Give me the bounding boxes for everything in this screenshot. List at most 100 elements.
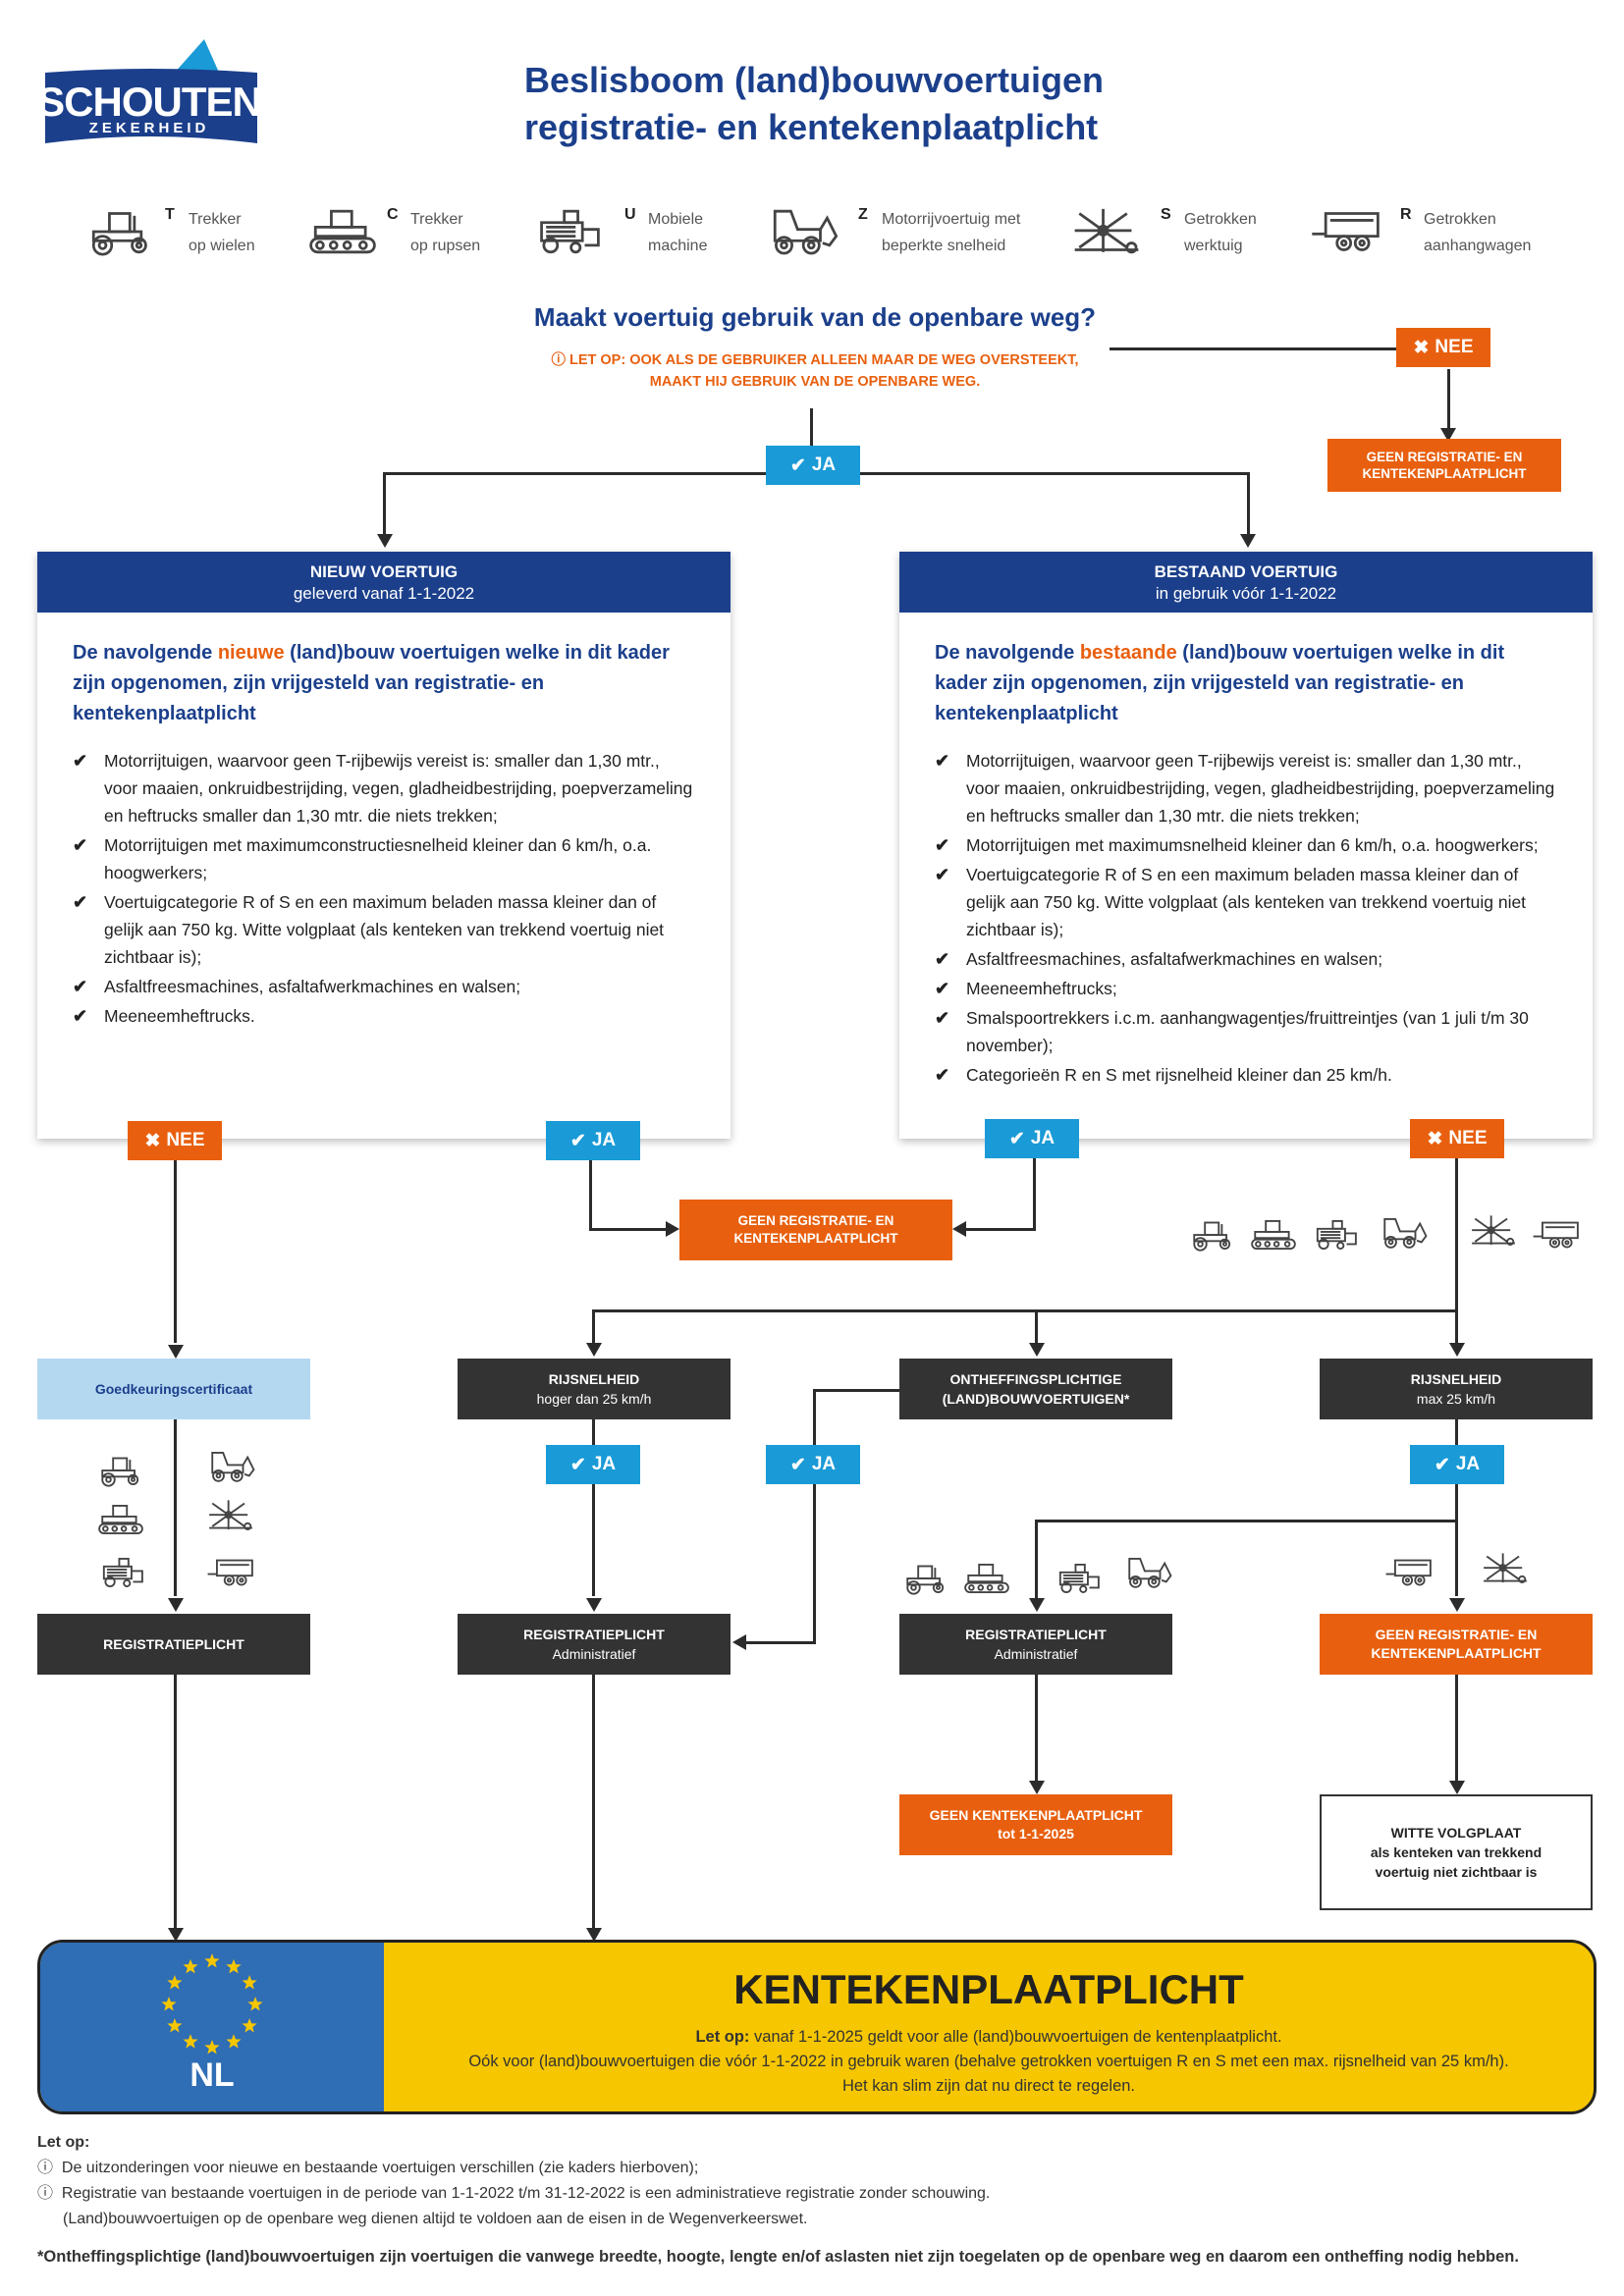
connector [174,1419,177,1596]
tractor-icon [901,1561,950,1596]
page-title: Beslisboom (land)bouwvoertuigen registra… [524,57,1212,151]
exemption-item: ✔Asfaltfreesmachines, asfaltafwerkmachin… [73,973,695,1000]
yes-badge: ✔JA [1410,1445,1504,1484]
registration-box: REGISTRATIEPLICHT [37,1614,310,1675]
yes-badge: ✔JA [766,446,860,485]
harvester-icon [1053,1561,1102,1596]
loader-icon [206,1449,255,1484]
arrow [586,1928,602,1942]
loader-icon [1123,1555,1172,1590]
check-icon: ✔ [789,454,806,476]
arrow [168,1598,184,1612]
title-line-2: registratie- en kentekenplaatplicht [524,107,1099,147]
tracked-tractor-icon [962,1561,1011,1596]
arrow [1240,534,1256,548]
main-question: Maakt voertuig gebruik van de openbare w… [533,302,1097,332]
arrow [1029,1781,1045,1794]
check-icon: ✔ [935,835,950,855]
arrow [1449,1781,1465,1794]
exemption-item: ✔Voertuigcategorie R of S en een maximum… [935,861,1557,943]
connector [1110,347,1396,350]
plate-title: KENTEKENPLAATPLICHT [733,1966,1244,2012]
new-vehicle-header: NIEUW VOERTUIG geleverd vanaf 1-1-2022 [37,552,731,613]
exemption-item: ✔Smalspoortrekkers i.c.m. aanhangwagentj… [935,1004,1557,1059]
certificate-box: Goedkeuringscertificaat [37,1359,310,1419]
arrow [586,1343,602,1357]
connector [1035,1520,1458,1522]
right-exempt-box: GEEN REGISTRATIE- EN KENTEKENPLAATPLICHT [1320,1614,1593,1675]
exemption-item: ✔Meeneemheftrucks; [935,975,1557,1002]
connector [592,1419,595,1596]
check-icon: ✔ [73,1006,88,1026]
tracked-tractor-icon [1249,1217,1298,1253]
exemption-item: ✔Voertuigcategorie R of S en een maximum… [73,888,695,971]
check-icon: ✔ [935,751,950,771]
top-exempt-box: GEEN REGISTRATIE- EN KENTEKENPLAATPLICHT [1327,439,1561,492]
tractor-icon [96,1453,145,1488]
check-icon: ✔ [73,751,88,771]
new-vehicle-panel: NIEUW VOERTUIG geleverd vanaf 1-1-2022 D… [37,552,731,1139]
connector [744,1641,816,1644]
check-icon: ✔ [73,835,88,855]
connector [1035,1675,1038,1785]
check-icon: ✔ [1008,1128,1025,1149]
plate-note: Let op: vanaf 1-1-2025 geldt voor alle (… [468,2028,1509,2095]
new-yes-badge: ✔JA [546,1121,640,1160]
check-icon: ✔ [569,1454,586,1475]
country-code: NL [189,2056,235,2094]
loader-icon [1379,1215,1428,1251]
white-plate-box: WITTE VOLGPLAAT als kenteken van trekken… [1320,1794,1593,1910]
tracked-tractor-icon [306,206,379,257]
trailer-icon [1532,1217,1581,1253]
exemption-item: ✔Categorieën R en S met rijsnelheid klei… [935,1061,1557,1089]
check-icon: ✔ [935,979,950,998]
trailer-icon [1384,1555,1434,1590]
exemption-item: ✔Meeneemheftrucks. [73,1002,695,1030]
arrow [666,1221,679,1237]
existing-yes-badge: ✔JA [985,1119,1079,1158]
loader-icon [766,206,839,257]
connector [1035,1520,1038,1598]
arrow [168,1928,184,1942]
connector [1455,1675,1458,1785]
info-icon: ⓘ [37,2185,62,2202]
check-icon: ✔ [935,1065,950,1085]
exemption-item: ✔Asfaltfreesmachines, asfaltafwerkmachin… [935,945,1557,973]
registration-admin-box-1: REGISTRATIEPLICHT Administratief [458,1614,731,1675]
speed-high-box: RIJSNELHEID hoger dan 25 km/h [458,1359,731,1419]
arrow [1440,428,1456,442]
cross-icon: ✖ [1427,1128,1443,1149]
exemption-item: ✔Motorrijtuigen met maximumconstructiesn… [73,831,695,886]
check-icon: ✔ [935,1008,950,1028]
harvester-icon [96,1555,145,1590]
new-vehicle-exemptions: ✔Motorrijtuigen, waarvoor geen T-rijbewi… [37,747,731,1030]
check-icon: ✔ [789,1454,806,1475]
info-icon: ⓘ [37,2160,62,2176]
tracked-tractor-icon [96,1502,145,1537]
existing-vehicle-header: BESTAAND VOERTUIG in gebruik vóór 1-1-20… [899,552,1593,613]
legend-code: Z [858,206,868,223]
trailer-icon [206,1555,255,1590]
connector [592,1309,595,1343]
logo: SCHOUTEN ZEKERHEID [37,37,262,145]
check-icon: ✔ [569,1130,586,1151]
connector [1247,472,1250,539]
arrow [1029,1598,1045,1612]
connector [813,1389,816,1644]
connector [964,1228,1036,1231]
yes-badge: ✔JA [766,1445,860,1484]
legend-code: C [387,206,399,223]
plate-eu-band: NL [40,1943,384,2111]
arrow [1449,1598,1465,1612]
connector [383,472,386,539]
rake-icon [1481,1551,1530,1586]
legend-code: S [1161,206,1171,223]
check-icon: ✔ [935,865,950,884]
arrow [377,534,393,548]
registration-admin-box-2: REGISTRATIEPLICHT Administratief [899,1614,1172,1675]
legend-code: R [1400,206,1412,223]
tractor-icon [1188,1217,1237,1253]
harvester-icon [1310,1217,1359,1253]
